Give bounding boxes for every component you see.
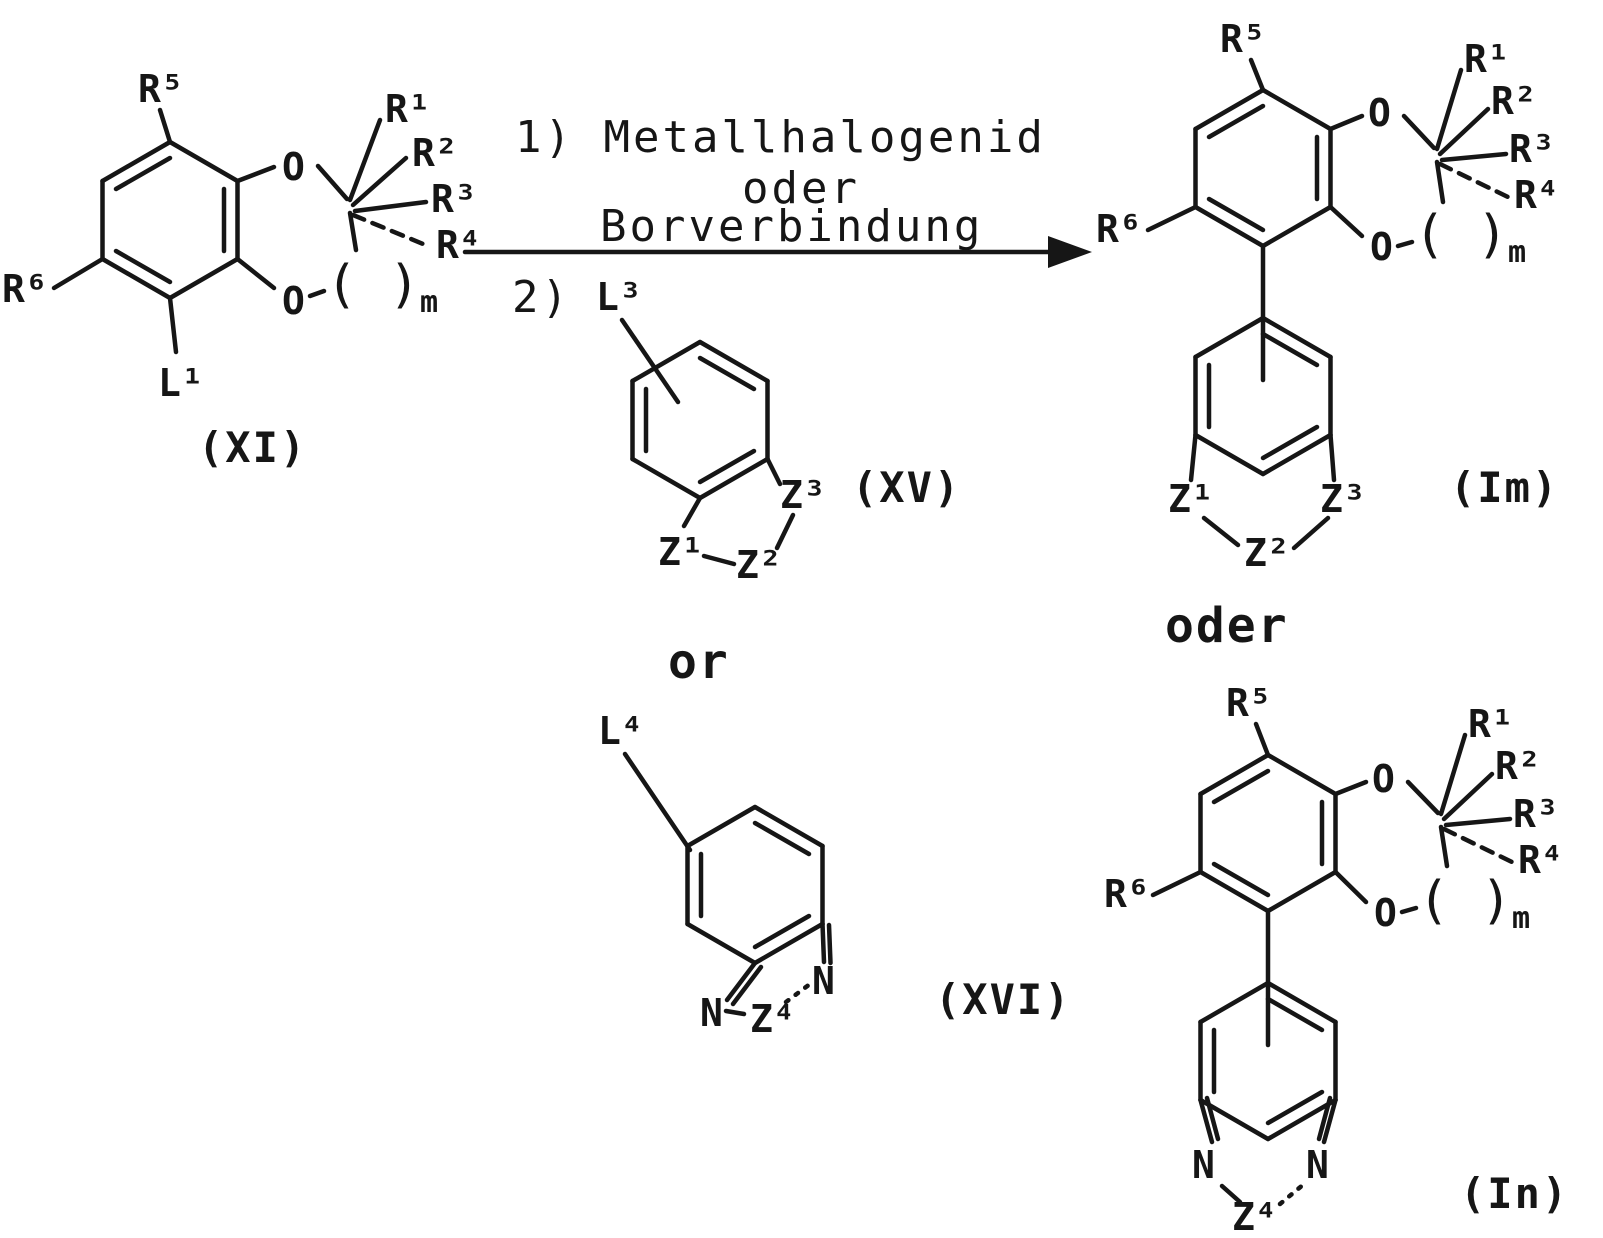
xv-l3-label: L³ (596, 275, 642, 319)
im-ring2-bonds (1193, 315, 1333, 477)
xi-r3-label: R³ (431, 177, 477, 221)
in-chain-parens: ( ) (1418, 871, 1512, 931)
im-r1-label: R¹ (1464, 37, 1510, 81)
in-substituent-bonds (1150, 721, 1369, 905)
im-z1-label: Z¹ (1168, 477, 1214, 521)
xvi-n-bonds (723, 921, 833, 1017)
in-o-bottom-label: O (1374, 891, 1397, 935)
xi-o-bottom-label: O (282, 279, 305, 323)
xvi-ring-bonds (685, 804, 825, 966)
im-r5-label: R⁵ (1220, 17, 1266, 61)
in-r5-label: R⁵ (1226, 681, 1272, 725)
im-substituent-bonds (1145, 57, 1365, 239)
xi-caption: (XI) (198, 423, 307, 472)
condition-step2: 2) (512, 272, 571, 323)
structure-in: R⁵ R⁶ O O R¹ R² R³ R⁴ ( ) m N N Z⁴ (In) (1104, 681, 1569, 1238)
xi-chain-parens: ( ) (326, 255, 420, 315)
im-r4-label: R⁴ (1514, 173, 1560, 217)
structure-im: R⁵ R⁶ O O R¹ R² R³ R⁴ ( ) m Z¹ Z² Z³ (Im… (1096, 17, 1560, 575)
im-r3-label: R³ (1509, 127, 1555, 171)
xi-r2-label: R² (412, 131, 458, 175)
condition-step1: 1) Metallhalogenid (515, 112, 1046, 163)
structure-xvi: L⁴ N N Z⁴ (XVI) (598, 709, 1071, 1041)
xv-caption: (XV) (852, 463, 961, 512)
in-o-top-label: O (1372, 757, 1395, 801)
im-chain-parens: ( ) (1414, 205, 1508, 265)
xi-r4-label: R⁴ (436, 223, 482, 267)
xi-l1-label: L¹ (158, 361, 204, 405)
in-caption: (In) (1460, 1169, 1569, 1218)
in-n-right-label: N (1306, 1143, 1329, 1187)
xv-z2-label: Z² (736, 543, 782, 587)
im-ring1-bonds (1193, 87, 1333, 249)
im-o-bottom-label: O (1370, 225, 1393, 269)
xi-r1-label: R¹ (385, 87, 431, 131)
reaction-arrow-head (1048, 236, 1092, 268)
condition-borverbindung: Borverbindung (600, 201, 983, 252)
xv-attachment-bond (619, 317, 681, 405)
xi-r5-label: R⁵ (138, 67, 184, 111)
xi-acetal-fan-bonds (307, 117, 431, 299)
im-z2-label: Z² (1244, 531, 1290, 575)
xvi-attachment-bond (622, 751, 693, 853)
im-z-bonds (1188, 432, 1337, 551)
im-r6-label: R⁶ (1096, 207, 1142, 251)
im-o-top-label: O (1368, 91, 1391, 135)
xvi-n-left-label: N (700, 991, 723, 1035)
xvi-n-right-label: N (812, 959, 835, 1003)
or-connector: or (668, 634, 730, 690)
in-r4-label: R⁴ (1518, 838, 1564, 882)
xvi-caption: (XVI) (935, 975, 1071, 1024)
in-ring1-bonds (1198, 752, 1338, 914)
im-r2-label: R² (1491, 79, 1537, 123)
reaction-arrow-block: 1) Metallhalogenid oder Borverbindung 2) (462, 112, 1092, 323)
in-r2-label: R² (1495, 744, 1541, 788)
oder-connector: oder (1165, 598, 1289, 654)
im-acetal-fan-bonds (1395, 67, 1513, 249)
in-acetal-fan-bonds (1399, 732, 1517, 915)
im-z3-label: Z³ (1320, 477, 1366, 521)
in-z4-label: Z⁴ (1232, 1195, 1278, 1238)
in-n-bonds (1198, 1095, 1338, 1207)
xv-ring-bonds (630, 339, 770, 501)
xvi-z4-label: Z⁴ (750, 997, 796, 1041)
xv-z1-label: Z¹ (658, 530, 704, 574)
in-r6-label: R⁶ (1104, 872, 1150, 916)
xi-ring-bonds (100, 139, 240, 301)
structure-xv: L³ Z¹ Z² Z³ (XV) (596, 275, 961, 587)
in-n-left-label: N (1192, 1143, 1215, 1187)
in-ring2-bonds (1198, 980, 1338, 1142)
xi-r6-label: R⁶ (2, 267, 48, 311)
xv-z-bonds (681, 456, 796, 567)
structure-xi: R⁵ R⁶ L¹ O O R¹ R² R³ R⁴ ( ) m (XI) (2, 67, 482, 472)
in-r1-label: R¹ (1468, 702, 1514, 746)
xv-z3-label: Z³ (780, 473, 826, 517)
condition-oder: oder (742, 163, 860, 214)
xvi-l4-label: L⁴ (598, 709, 644, 753)
im-m-label: m (1508, 235, 1526, 270)
in-r3-label: R³ (1513, 792, 1559, 836)
xi-m-label: m (420, 285, 438, 320)
xi-substituent-bonds (51, 107, 277, 355)
in-m-label: m (1512, 901, 1530, 936)
xi-o-top-label: O (282, 145, 305, 189)
im-caption: (Im) (1450, 463, 1559, 512)
